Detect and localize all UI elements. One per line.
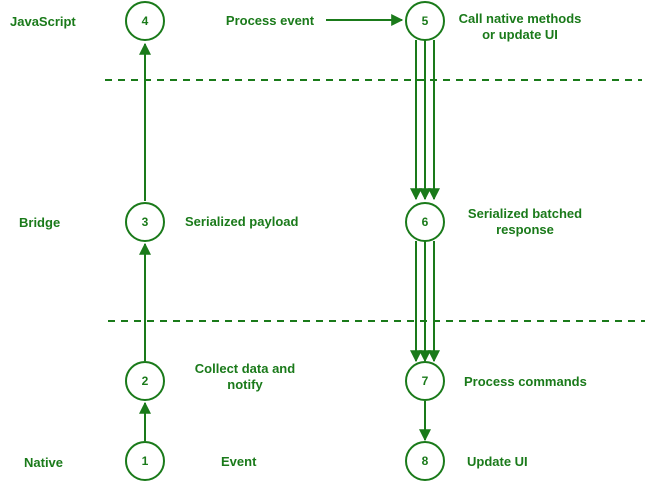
node-1: 1: [125, 441, 165, 481]
step-label-update-ui: Update UI: [467, 454, 528, 469]
step-label-serialized-payload: Serialized payload: [185, 214, 298, 229]
node-5: 5: [405, 1, 445, 41]
svg-text:4: 4: [142, 14, 149, 28]
step-label-collect-line1: Collect data and: [195, 361, 295, 376]
step-label-event: Event: [221, 454, 257, 469]
step-label-process-event: Process event: [226, 13, 315, 28]
step-label-serialized-batched-line2: response: [496, 222, 554, 237]
svg-text:6: 6: [422, 215, 429, 229]
svg-text:1: 1: [142, 454, 149, 468]
step-label-serialized-batched-line1: Serialized batched: [468, 206, 582, 221]
node-7: 7: [405, 361, 445, 401]
step-label-call-native-line1: Call native methods: [459, 11, 582, 26]
step-label-process-commands: Process commands: [464, 374, 587, 389]
layer-label-native: Native: [24, 455, 63, 470]
node-3: 3: [125, 202, 165, 242]
node-8: 8: [405, 441, 445, 481]
layer-label-bridge: Bridge: [19, 215, 60, 230]
svg-text:5: 5: [422, 14, 429, 28]
svg-text:8: 8: [422, 454, 429, 468]
svg-text:2: 2: [142, 374, 149, 388]
layer-label-javascript: JavaScript: [10, 14, 76, 29]
step-label-call-native-line2: or update UI: [482, 27, 558, 42]
node-2: 2: [125, 361, 165, 401]
svg-text:3: 3: [142, 215, 149, 229]
node-6: 6: [405, 202, 445, 242]
step-label-collect-line2: notify: [227, 377, 263, 392]
node-4: 4: [125, 1, 165, 41]
svg-text:7: 7: [422, 374, 429, 388]
